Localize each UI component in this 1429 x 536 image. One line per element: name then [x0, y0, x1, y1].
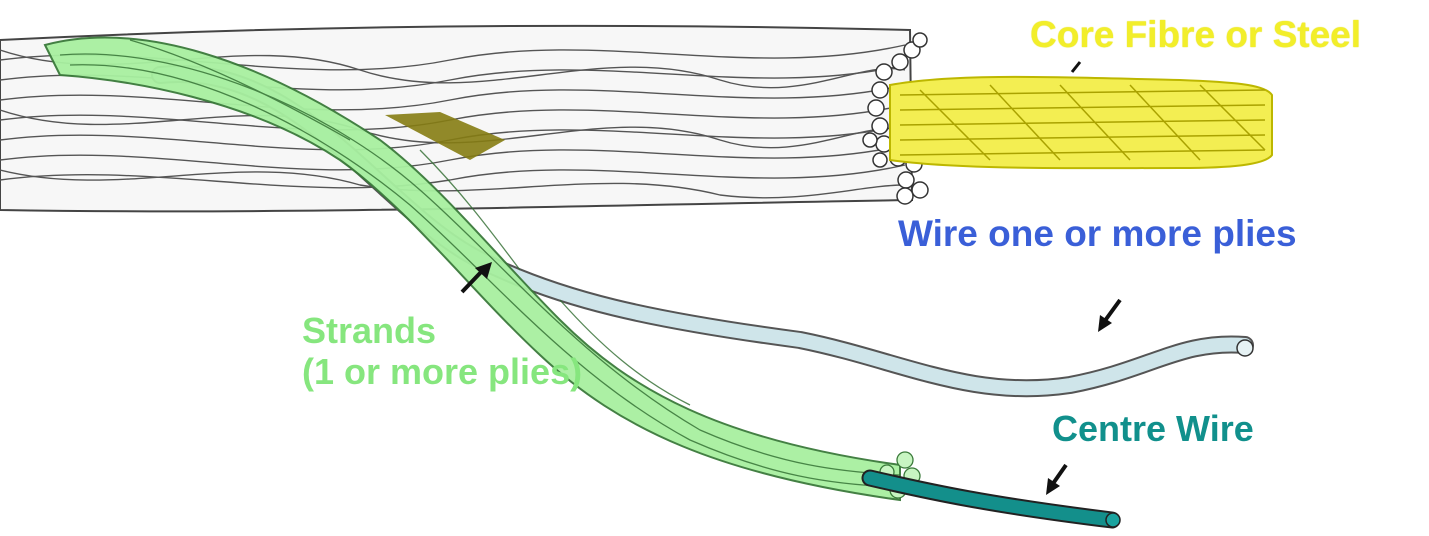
wire-label: Wire one or more plies [898, 213, 1297, 254]
core-shape [889, 75, 1273, 170]
strands-label-line1: Strands [302, 310, 437, 351]
core-label: Core Fibre or Steel [1030, 14, 1362, 55]
arrow-icon [1046, 463, 1068, 495]
centre-wire-label: Centre Wire [1052, 408, 1254, 449]
strands-label-line2: (1 or more plies) [302, 351, 583, 393]
strands-label: Strands (1 or more plies) [302, 310, 582, 393]
strand-gap [385, 112, 505, 160]
arrow-icon [1070, 61, 1082, 73]
arrow-icon [1098, 298, 1122, 332]
arrow-icon [460, 262, 492, 294]
